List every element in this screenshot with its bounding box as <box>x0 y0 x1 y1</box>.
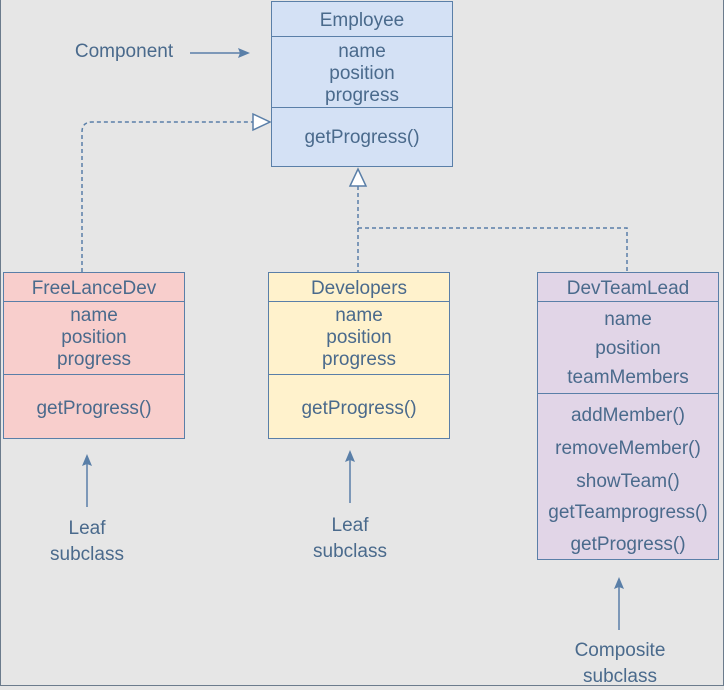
teamlead-method-showteam: showTeam() <box>576 471 680 492</box>
teamlead-class-name: DevTeamLead <box>538 273 718 302</box>
freelance-attr-progress: progress <box>57 349 131 370</box>
teamlead-method-getprogress: getProgress() <box>570 534 686 555</box>
developers-attr-name: name <box>335 305 383 326</box>
component-arrowhead <box>238 48 250 58</box>
developers-method-getprogress: getProgress() <box>301 398 417 419</box>
developers-class-name: Developers <box>269 273 449 302</box>
leaf2-arrowhead <box>345 450 355 462</box>
leaf-subclass-label-2: Leaf subclass <box>300 513 400 565</box>
composite-label-line1: Composite <box>574 640 666 661</box>
composite-label-line2: subclass <box>583 666 657 687</box>
freelance-inheritance-triangle <box>252 112 272 132</box>
teamlead-methods: addMember() removeMember() showTeam() ge… <box>538 394 718 562</box>
teamlead-attr-teammembers: teamMembers <box>567 367 689 388</box>
freelance-class-name: FreeLanceDev <box>4 273 184 302</box>
teamlead-method-removemember: removeMember() <box>555 438 701 459</box>
developers-attributes: name position progress <box>269 302 449 375</box>
employee-class[interactable]: Employee name position progress getProgr… <box>271 1 453 167</box>
composite-subclass-label: Composite subclass <box>555 638 685 690</box>
employee-attr-position: position <box>329 63 395 84</box>
teamlead-method-addmember: addMember() <box>570 405 686 426</box>
leaf1-label-line2: subclass <box>50 544 124 565</box>
teamlead-class[interactable]: DevTeamLead name position teamMembers ad… <box>537 272 719 560</box>
freelance-class[interactable]: FreeLanceDev name position progress getP… <box>3 272 185 439</box>
developers-attr-progress: progress <box>322 349 396 370</box>
freelance-method-getprogress: getProgress() <box>36 398 152 419</box>
developers-attr-position: position <box>326 327 392 348</box>
employee-attr-progress: progress <box>325 85 399 106</box>
employee-attr-name: name <box>338 41 386 62</box>
freelance-attr-name: name <box>70 305 118 326</box>
teamlead-attributes: name position teamMembers <box>538 302 718 394</box>
component-label: Component <box>74 41 174 62</box>
employee-method-getprogress: getProgress() <box>304 127 420 148</box>
employee-methods: getProgress() <box>272 108 452 149</box>
leaf-subclass-label-1: Leaf subclass <box>37 516 137 568</box>
teamlead-method-getteamprogress: getTeamprogress() <box>548 502 708 523</box>
freelance-attr-position: position <box>61 327 127 348</box>
leaf2-label-line1: Leaf <box>331 515 369 536</box>
developers-methods: getProgress() <box>269 375 449 420</box>
teamlead-attr-name: name <box>604 309 652 330</box>
developers-class[interactable]: Developers name position progress getPro… <box>268 272 450 439</box>
leaf1-label-line1: Leaf <box>68 518 106 539</box>
employee-class-name: Employee <box>272 2 452 37</box>
composite-arrowhead <box>614 577 624 589</box>
teamlead-attr-position: position <box>595 338 661 359</box>
teamlead-inheritance-line <box>358 227 628 272</box>
employee-attributes: name position progress <box>272 37 452 108</box>
freelance-methods: getProgress() <box>4 375 184 420</box>
leaf2-label-line2: subclass <box>313 541 387 562</box>
freelance-attributes: name position progress <box>4 302 184 375</box>
freelance-inheritance-line <box>81 121 253 272</box>
employee-inheritance-triangle <box>348 167 368 187</box>
leaf1-arrowhead <box>82 454 92 466</box>
